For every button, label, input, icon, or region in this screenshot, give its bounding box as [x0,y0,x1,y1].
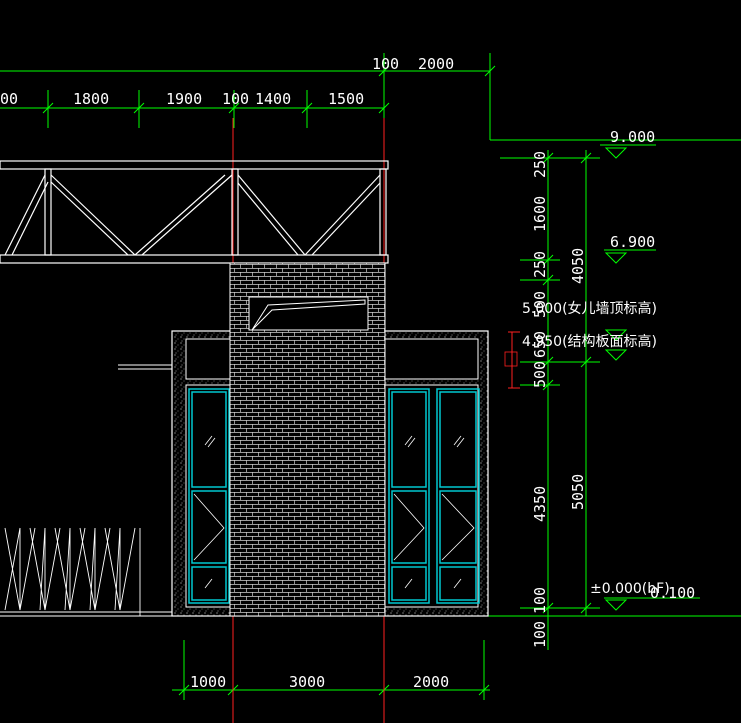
top-dim-partial: 00 [0,90,18,108]
folding-gate [0,527,172,617]
window-opening-marks [193,435,475,589]
top-dim-2000: 2000 [418,55,454,73]
top-dim-1800: 1800 [73,90,109,108]
right-dim-5050: 5050 [569,474,587,510]
right-dim-4050: 4050 [569,248,587,284]
elevation-9000: 9.000 [610,128,655,146]
top-dim-1900: 1900 [166,90,202,108]
right-dim-500a: 500 [531,291,549,318]
right-dim-100: 100 [531,587,549,614]
brick-tower [229,262,386,617]
right-dim-250a: 250 [531,151,549,178]
right-dim-4350: 4350 [531,486,549,522]
windows [188,388,480,604]
elevation-0000: ±0.000(bF) [590,581,670,597]
top-dimension-lines [0,53,741,141]
top-dim-1400: 1400 [255,90,291,108]
right-dim-250b: 250 [531,251,549,278]
small-red-marker [504,351,518,367]
bottom-dim-1000: 1000 [190,673,226,691]
top-dim-100b: 100 [222,90,249,108]
right-dim-650: 650 [531,331,549,358]
right-dim-1600: 1600 [531,196,549,232]
bottom-dim-3000: 3000 [289,673,325,691]
top-dim-1500: 1500 [328,90,364,108]
elevation-4950-slab: 4.950(结构板面标高) [522,333,657,350]
bottom-dimension-lines [0,600,741,723]
elevation-0100: 0.100 [650,584,695,602]
elevation-5000-parapet: 5.000(女儿墙顶标高) [522,300,657,317]
top-dim-100: 100 [372,55,399,73]
elevation-6900: 6.900 [610,233,655,251]
right-dim-500b: 500 [531,361,549,388]
bottom-dim-2000: 2000 [413,673,449,691]
roof-truss [0,160,389,264]
left-dim-100: 100 [531,621,549,648]
right-dimension-lines [500,144,700,616]
